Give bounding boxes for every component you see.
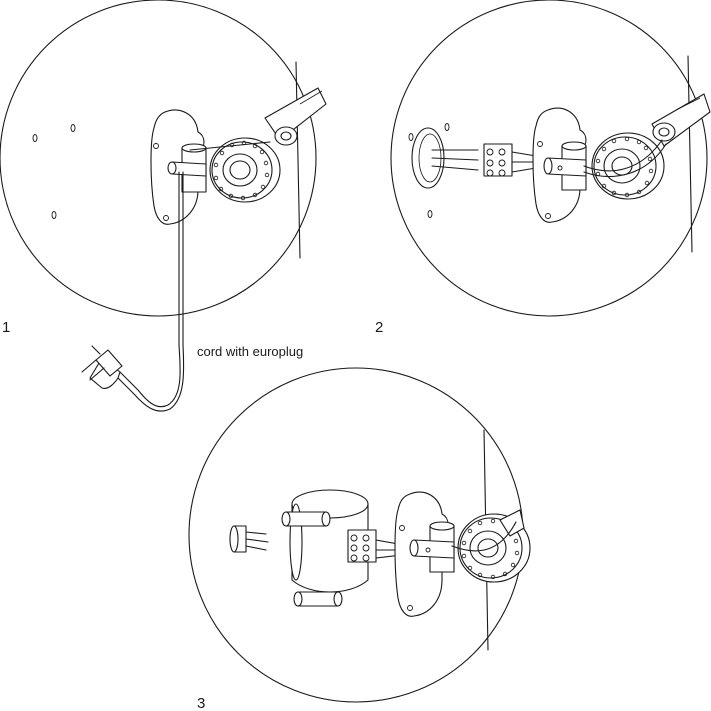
step-3-wall-box bbox=[229, 525, 269, 553]
step-3-terminal-block bbox=[347, 529, 377, 563]
step-1-wall-hole bbox=[51, 211, 57, 219]
step-1-lamp-arm bbox=[264, 87, 327, 141]
step-2-wall-edge bbox=[687, 55, 693, 253]
step-3-number: 3 bbox=[197, 695, 205, 711]
step-2-number: 2 bbox=[375, 319, 383, 336]
step-2-terminal-block bbox=[483, 143, 513, 177]
step-1-cord bbox=[119, 171, 181, 408]
step-1-rosette bbox=[209, 137, 281, 203]
step-1-circle bbox=[0, 0, 317, 317]
step-2-panel bbox=[390, 0, 711, 317]
step-1-wall-hole bbox=[32, 134, 38, 142]
step-3-panel bbox=[188, 367, 531, 703]
step-2-circle bbox=[390, 0, 708, 317]
step-1-number: 1 bbox=[2, 319, 10, 336]
step-1-panel bbox=[0, 0, 327, 412]
cord-label: cord with europlug bbox=[197, 344, 303, 359]
step-1-wall-hole bbox=[70, 124, 76, 132]
step-3-lamp-arm bbox=[499, 509, 525, 537]
step-2-rosette bbox=[591, 132, 665, 200]
europlug-icon bbox=[81, 345, 123, 389]
step-3-canopy bbox=[281, 489, 369, 607]
step-1-wall-edge bbox=[295, 61, 301, 259]
